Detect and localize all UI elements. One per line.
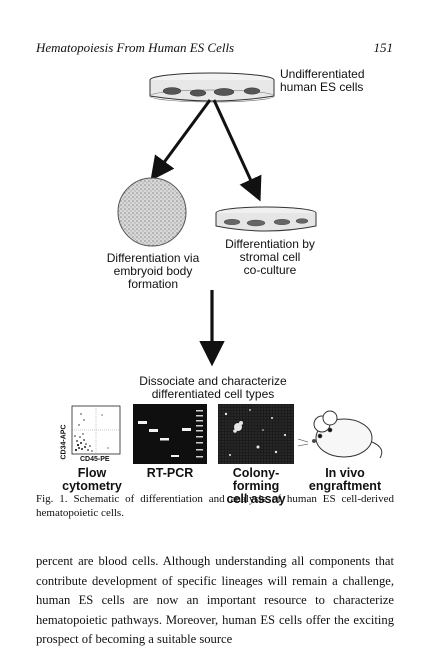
label-line: engraftment: [308, 479, 382, 493]
label-line: embryoid body: [113, 264, 193, 278]
panel-label-flow: Flow cytometry: [62, 466, 122, 493]
label-dissociate: Dissociate and characterize differentiat…: [118, 375, 308, 401]
label-line: differentiated cell types: [151, 387, 275, 401]
label-line: Colony-forming: [232, 466, 280, 493]
label-line: Dissociate and characterize: [139, 374, 287, 388]
body-paragraph: percent are blood cells. Although unders…: [36, 552, 394, 650]
label-line: human ES cells: [280, 80, 364, 94]
label-line: Differentiation by: [225, 237, 315, 251]
page-number: 151: [373, 40, 394, 55]
arrow-to-eb: [150, 99, 212, 181]
label-stromal: Differentiation by stromal cell co-cultu…: [210, 238, 330, 277]
embryoid-body: [117, 177, 187, 247]
colony-assay-image: [218, 404, 294, 464]
label-line: stromal cell: [239, 250, 301, 264]
body-text: percent are blood cells. Although unders…: [36, 554, 394, 646]
panel-label-invivo: In vivo engraftment: [306, 467, 384, 493]
figure-caption: Fig. 1. Schematic of differentiation and…: [36, 492, 394, 520]
top-culture-dish: [149, 72, 275, 103]
running-title: Hematopoiesis From Human ES Cells: [36, 40, 235, 55]
label-embryoid-body: Differentiation via embryoid body format…: [90, 252, 216, 291]
caption-text: Fig. 1. Schematic of differentiation and…: [36, 493, 394, 519]
flow-x-axis-label: CD45-PE: [80, 456, 110, 463]
label-line: formation: [127, 277, 179, 291]
panel-label-colony: Colony-forming cell assay: [212, 467, 300, 506]
flow-cytometry-plot: [71, 405, 121, 455]
panel-label-rtpcr: RT-PCR: [146, 466, 194, 480]
flow-y-axis-label: CD34-APC: [60, 424, 68, 460]
label-line: cell assay: [226, 492, 286, 506]
mouse-icon: [297, 410, 383, 459]
label-undifferentiated: Undifferentiated human ES cells: [280, 68, 400, 94]
arrow-to-stromal: [212, 99, 262, 202]
label-line: In vivo: [325, 466, 365, 480]
rt-pcr-gel: [133, 404, 207, 464]
label-line: Undifferentiated: [280, 67, 365, 81]
label-line: co-culture: [243, 263, 297, 277]
label-line: Differentiation via: [106, 251, 200, 265]
stromal-culture-dish: [215, 206, 317, 232]
